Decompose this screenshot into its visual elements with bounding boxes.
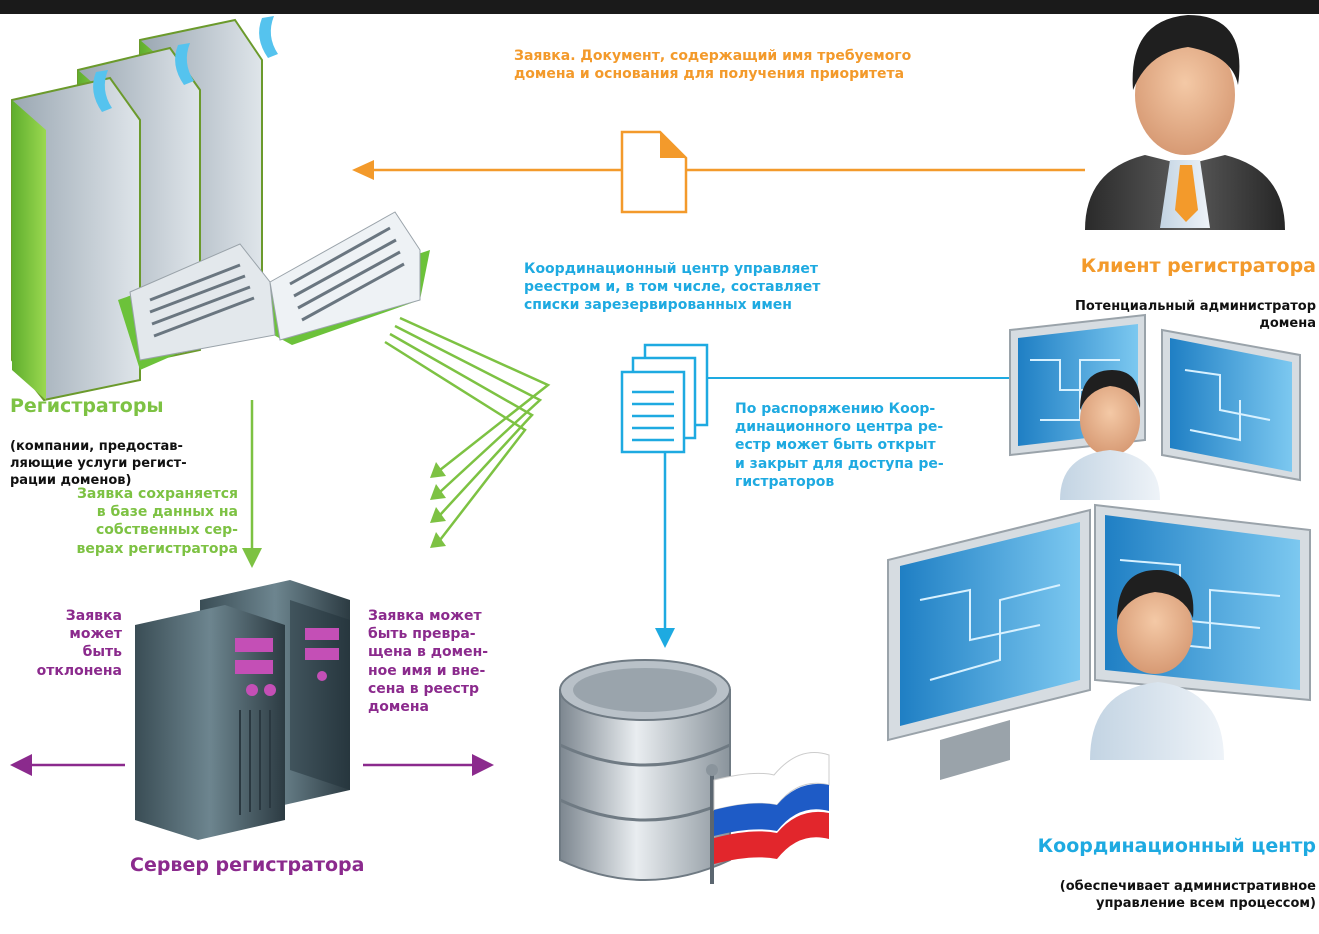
request-document-label: Заявка. Документ, содержащий имя требуем… xyxy=(514,48,912,83)
server-title: Сервер регистратора xyxy=(130,854,365,876)
diagram-graphics xyxy=(10,15,1311,884)
center-subtitle: (обеспечивает административное управлени… xyxy=(1059,879,1316,912)
registrars-block: Регистраторы (компании, предостав- ляющи… xyxy=(10,375,240,511)
registrars-subtitle: (компании, предостав- ляющие услуги реги… xyxy=(10,439,187,489)
center-title: Координационный центр xyxy=(1037,834,1316,857)
client-person-illustration xyxy=(1085,15,1285,230)
client-block: Клиент регистратора Потенциальный админи… xyxy=(1030,235,1316,354)
books-illustration xyxy=(11,16,430,402)
registrars-title: Регистраторы xyxy=(10,394,164,417)
server-illustration xyxy=(135,580,350,840)
coordination-description: Координационный центр управляет реестром… xyxy=(524,261,821,314)
rejected-description: Заявка может быть отклонена xyxy=(36,608,122,679)
operators-illustration xyxy=(887,313,1311,780)
registry-access-description: По распоряжению Коор- динационного центр… xyxy=(735,401,944,490)
registry-arrow xyxy=(655,452,675,648)
converted-description: Заявка может быть превра- щена в домен- … xyxy=(368,608,489,715)
green-arrows xyxy=(250,316,551,550)
center-block: Координационный центр (обеспечивает адми… xyxy=(960,815,1316,934)
client-title: Клиент регистратора xyxy=(1080,254,1316,277)
database-illustration xyxy=(559,659,830,884)
request-arrow xyxy=(352,160,1085,180)
top-bar xyxy=(0,0,1319,14)
purple-arrows xyxy=(10,754,494,776)
saved-description: Заявка сохраняется в базе данных на собс… xyxy=(76,486,238,557)
document-icon xyxy=(620,130,688,214)
registry-docs-icon xyxy=(620,343,1015,454)
client-subtitle: Потенциальный администратор домена xyxy=(1075,299,1316,332)
green-arrowheads xyxy=(242,462,446,568)
